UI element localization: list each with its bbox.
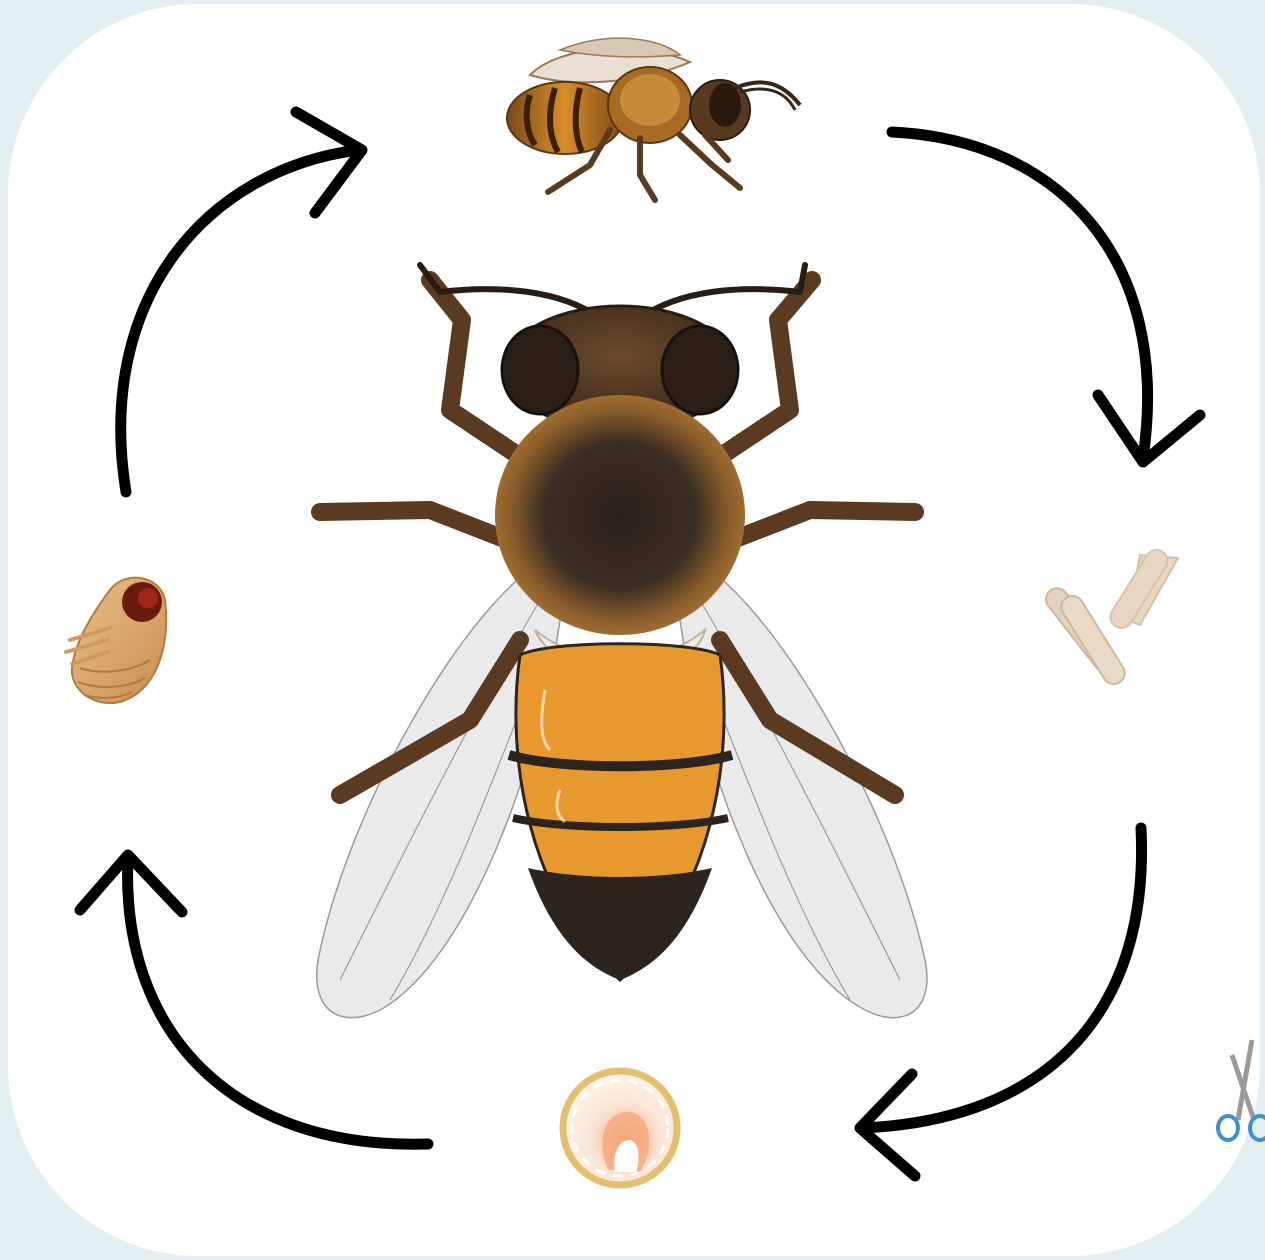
cycle-arrow-top-right [892, 132, 1200, 462]
larva-icon [563, 1071, 677, 1185]
pupa-icon [66, 578, 166, 704]
eggs-icon [1042, 546, 1178, 688]
cycle-arrow-top-left [121, 112, 362, 492]
scissors-icon [1218, 1040, 1265, 1140]
adult-bee-icon [507, 38, 800, 200]
honey-bee-top-view-icon [317, 265, 927, 1018]
